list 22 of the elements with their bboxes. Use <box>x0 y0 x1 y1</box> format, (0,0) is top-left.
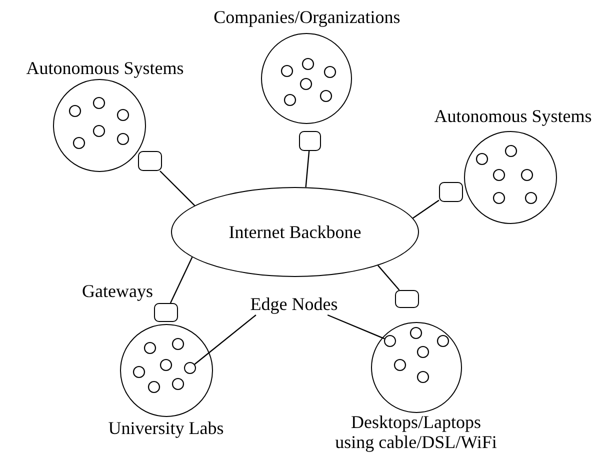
connector-line <box>305 150 310 188</box>
gateway-box <box>299 131 321 151</box>
cluster-label: Companies/Organizations <box>212 7 402 27</box>
cluster-label: Autonomous Systems <box>25 58 185 78</box>
gateway-box <box>395 290 419 308</box>
leader-line <box>194 314 256 365</box>
gateway-box <box>439 182 463 202</box>
host-circle <box>384 335 396 347</box>
gateway-box <box>154 303 178 322</box>
cluster-label: Desktops/Laptops using cable/DSL/WiFi <box>334 412 498 452</box>
leader-line <box>327 314 385 340</box>
gateway-label: Gateways <box>82 281 153 301</box>
connector-line <box>412 200 440 219</box>
node-label: Internet Backbone <box>228 222 362 242</box>
gateway-box <box>138 151 162 171</box>
connector-line <box>378 265 400 290</box>
callout-text: Edge Nodes <box>238 293 350 315</box>
connector-line <box>160 170 196 206</box>
connector-line <box>170 256 193 304</box>
cluster-label: Autonomous Systems <box>433 106 593 126</box>
cluster-label: University Labs <box>107 418 225 438</box>
host-circle <box>184 362 196 374</box>
